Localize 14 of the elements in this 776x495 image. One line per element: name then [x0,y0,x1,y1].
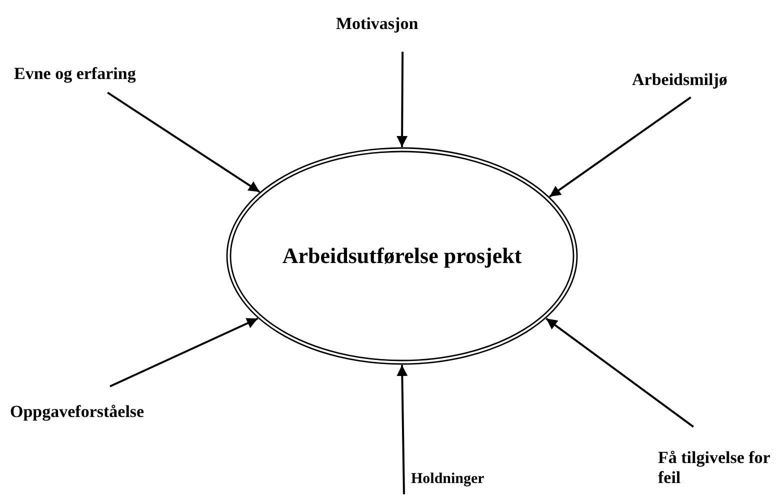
label-text: Holdninger [411,471,486,488]
arrow [110,318,258,388]
ellipse-node [226,147,578,365]
label-text: Oppgaveforståelse [10,402,146,422]
label-text: Motivasjon [336,14,420,34]
label-text: Arbeidsmiljø [632,70,728,90]
arrow [107,92,260,193]
label-text: Arbeidsutførelse prosjekt [282,243,522,269]
label-text: Få tilgivelse for feil [658,448,772,488]
label-text: Evne og erfaring [14,64,137,84]
arrow [546,318,694,428]
arrow [396,364,408,494]
arrow [396,52,408,147]
arrow [549,96,692,198]
